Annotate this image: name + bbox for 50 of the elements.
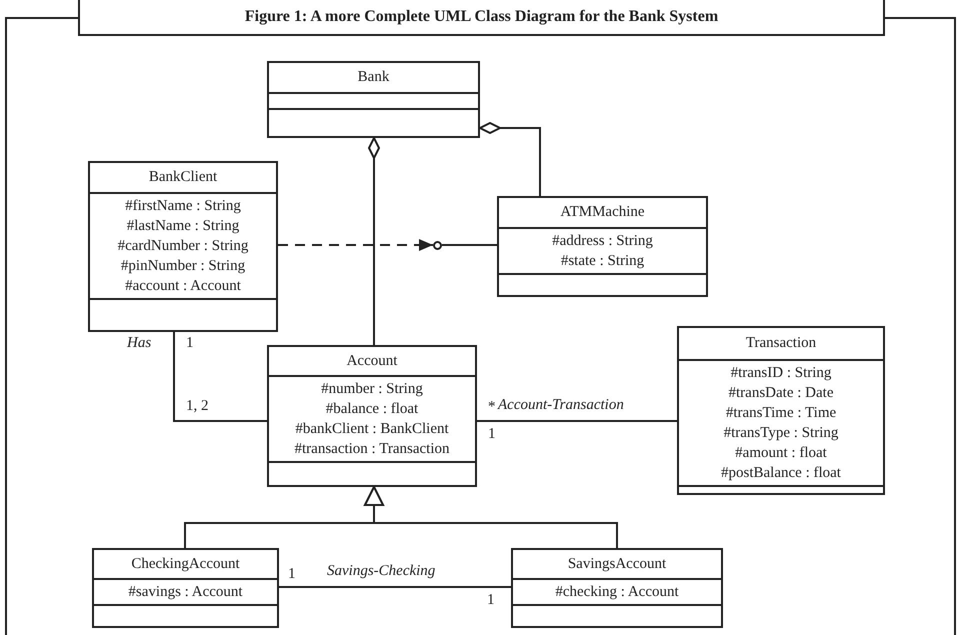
class-name: Transaction [746, 335, 816, 352]
attribute-text: #state : String [560, 252, 644, 271]
attribute-text: #lastName : String [126, 217, 240, 236]
attribute-text: #pinNumber : String [120, 257, 246, 276]
class-box [677, 326, 885, 495]
attribute-text: #transDate : Date [728, 384, 834, 403]
class-box [267, 345, 477, 487]
multiplicity-label: 1 [487, 592, 494, 609]
attribute-text: #amount : float [735, 444, 827, 463]
attribute-text: #checking : Account [555, 583, 679, 602]
association-line [442, 244, 497, 246]
attribute-text: #transType : String [724, 424, 838, 443]
attribute-text: #account : Account [125, 277, 241, 296]
multiplicity-label: 1, 2 [186, 398, 208, 415]
figure-title: Figure 1: A more Complete UML Class Diagram for the Bank System [78, 0, 885, 36]
attribute-text: #bankClient : BankClient [295, 420, 449, 439]
attribute-text: #address : String [552, 232, 653, 251]
association-line [279, 586, 511, 588]
attribute-text: #cardNumber : String [118, 237, 248, 256]
aggregation-line [479, 122, 541, 196]
attribute-text: #transaction : Transaction [294, 440, 450, 459]
class-name: CheckingAccount [131, 556, 240, 572]
class-box [267, 61, 480, 138]
class-name: ATMMachine [560, 204, 645, 221]
class-box [92, 548, 279, 628]
association-line [477, 420, 677, 422]
class-box [511, 548, 723, 628]
attribute-text: #firstName : String [125, 197, 241, 216]
edge-label: Savings-Checking [326, 563, 436, 580]
attribute-text: #balance : float [326, 400, 418, 419]
multiplicity-label: 1 [288, 566, 296, 583]
class-name: Account [346, 352, 398, 370]
attribute-text: #savings : Account [128, 583, 243, 602]
class-name: Bank [358, 69, 390, 86]
attribute-text: #postBalance : float [721, 464, 841, 483]
aggregation-line [368, 137, 380, 345]
class-box [497, 196, 708, 297]
attribute-text: #transTime : Time [726, 404, 836, 423]
multiplicity-label: * [488, 399, 496, 416]
class-box [88, 161, 278, 332]
attribute-text: #transID : String [730, 364, 832, 383]
class-name: BankClient [148, 169, 218, 186]
attribute-text: #number : String [321, 380, 423, 399]
dependency-arrow [278, 239, 433, 251]
association-line [173, 332, 267, 422]
class-name: SavingsAccount [568, 556, 666, 572]
multiplicity-label: 1 [488, 426, 496, 443]
interface-circle [433, 241, 442, 250]
multiplicity-label: 1 [186, 335, 194, 352]
generalization-arrow [364, 486, 618, 548]
